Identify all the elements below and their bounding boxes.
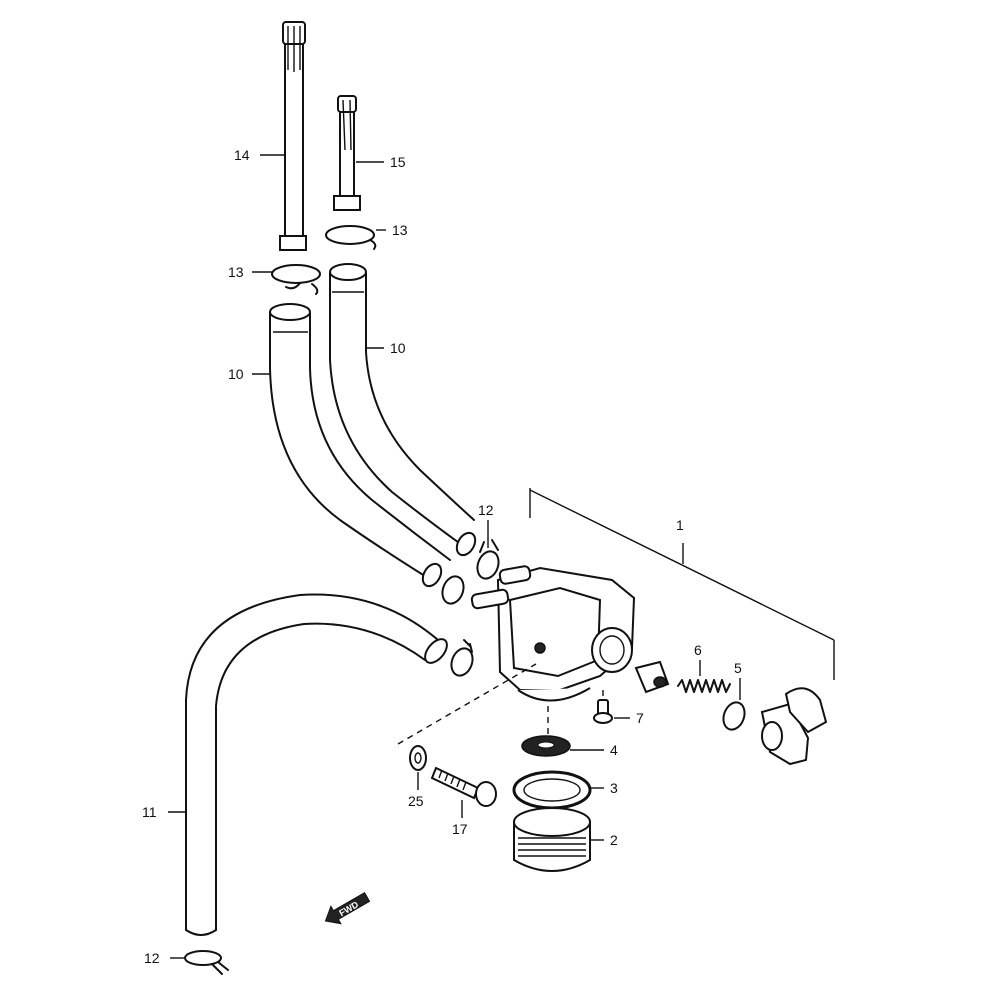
forward-direction-marker: FWD (324, 891, 371, 925)
callout-10-right: 10 (390, 340, 406, 356)
part-1-assembly-bracket (529, 488, 835, 680)
callout-10-left: 10 (228, 366, 244, 382)
part-1-fuel-cock-body (470, 565, 636, 702)
part-6-spring (634, 660, 731, 694)
callout-1: 1 (676, 517, 684, 533)
part-7-screw (593, 699, 613, 724)
part-13-circlip-right (325, 225, 377, 250)
part-15-fuel-pipe-short (333, 95, 361, 211)
callout-6: 6 (694, 642, 702, 658)
part-12-hose-clamp-middle (441, 575, 465, 605)
part-12-hose-clamp-bottom (184, 950, 229, 975)
callout-11: 11 (142, 804, 157, 820)
part-3-o-ring (512, 770, 592, 810)
part-1-fuel-lever (760, 687, 828, 766)
part-14-fuel-pipe-long (279, 21, 307, 251)
part-2-sediment-cup (513, 807, 591, 872)
callout-12-upper: 12 (478, 502, 494, 518)
callout-17: 17 (452, 821, 468, 837)
callout-13-upper: 13 (392, 222, 408, 238)
callout-leaders (168, 154, 741, 959)
part-5-o-ring (722, 701, 746, 731)
part-11-fuel-hose-long (185, 593, 448, 936)
assembly-guide-lines (397, 663, 604, 745)
part-10-fuel-hose-left (269, 303, 451, 588)
callout-15: 15 (390, 154, 406, 170)
callout-12-lower: 12 (144, 950, 160, 966)
callout-2: 2 (610, 832, 618, 848)
part-25-washer (409, 745, 427, 771)
callout-5: 5 (734, 660, 742, 676)
part-12-hose-clamp-lower (450, 639, 474, 677)
part-12-hose-clamp-upper (476, 539, 500, 580)
part-4-filter-washer (521, 735, 571, 757)
callout-25: 25 (408, 793, 424, 809)
arrow-left-icon (324, 891, 371, 925)
callout-13-lower: 13 (228, 264, 244, 280)
callout-7: 7 (636, 710, 644, 726)
part-13-circlip-left (271, 264, 321, 295)
callout-4: 4 (610, 742, 618, 758)
callout-3: 3 (610, 780, 618, 796)
part-17-bolt (430, 766, 497, 807)
callout-14: 14 (234, 147, 250, 163)
part-10-fuel-hose-right (329, 263, 477, 557)
